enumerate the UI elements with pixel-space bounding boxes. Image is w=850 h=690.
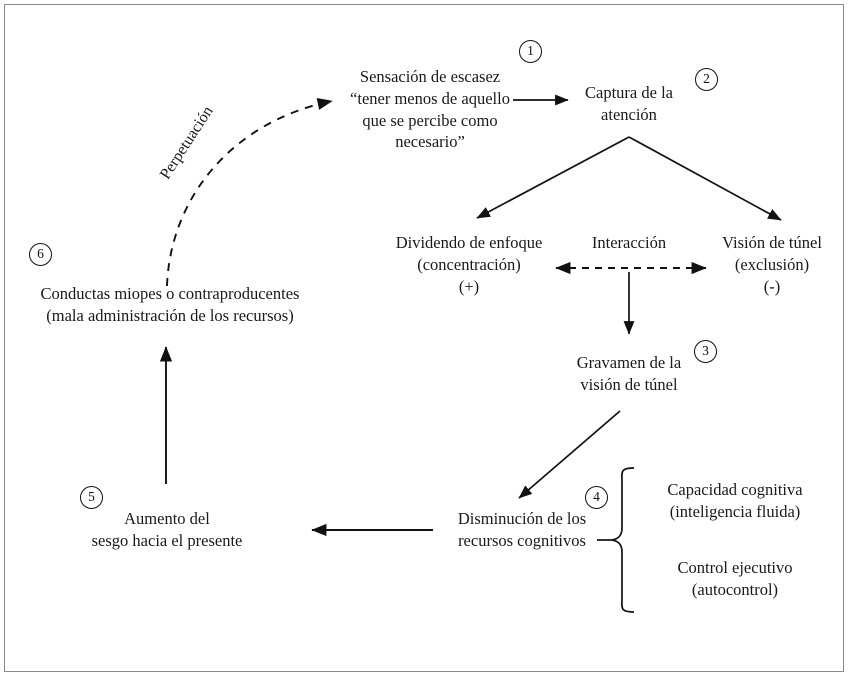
step-badge-4: 4 [585, 486, 608, 509]
node-focus-dividend-line-2: (concentración) [417, 254, 521, 274]
node-resource-decrease-line-2: recursos cognitivos [458, 530, 586, 550]
node-resource-decrease: Disminución de los recursos cognitivos [442, 508, 602, 552]
node-tunnel-vision-line-1: Visión de túnel [722, 233, 822, 252]
node-interaction-line-1: Interacción [591, 233, 667, 252]
node-focus-dividend-line-1: Dividendo de enfoque [395, 233, 543, 252]
node-scarcity-line-3: que se percibe como [362, 110, 498, 130]
node-tunnel-vision-line-2: (exclusión) [734, 254, 810, 274]
node-tunnel-tax-line-2: visión de túnel [580, 374, 678, 394]
node-resource-decrease-line-1: Disminución de los [457, 509, 587, 528]
node-interaction-label: Interacción [572, 232, 686, 254]
node-myopic-behaviors-line-1: Conductas miopes o contraproducentes [40, 284, 300, 303]
node-cognitive-capacity-line-1: Capacidad cognitiva [667, 480, 803, 499]
node-scarcity: Sensación de escasez “tener menos de aqu… [346, 66, 514, 153]
node-tunnel-vision: Visión de túnel (exclusión) (-) [706, 232, 838, 297]
figure-caption [0, 676, 850, 690]
node-scarcity-line-4: necesario” [395, 132, 465, 152]
step-badge-6: 6 [29, 243, 52, 266]
node-tunnel-vision-line-3: (-) [763, 276, 781, 296]
node-focus-dividend-line-3: (+) [458, 276, 480, 296]
node-myopic-behaviors: Conductas miopes o contraproducentes (ma… [20, 283, 320, 327]
node-scarcity-line-1: Sensación de escasez [359, 67, 501, 86]
node-tunnel-tax-line-1: Gravamen de la [576, 353, 682, 372]
node-scarcity-line-2: “tener menos de aquello [350, 88, 510, 108]
node-attention-capture-line-1: Captura de la [585, 83, 673, 102]
node-executive-control-line-1: Control ejecutivo [677, 558, 793, 577]
node-executive-control: Control ejecutivo (autocontrol) [640, 557, 830, 601]
node-attention-capture: Captura de la atención [570, 82, 688, 126]
node-tunnel-tax: Gravamen de la visión de túnel [558, 352, 700, 396]
node-present-bias-line-2: sesgo hacia el presente [91, 530, 243, 550]
node-attention-capture-line-2: atención [601, 104, 657, 124]
step-badge-5: 5 [80, 486, 103, 509]
node-executive-control-line-2: (autocontrol) [691, 579, 779, 599]
node-present-bias-line-1: Aumento del [124, 509, 210, 528]
step-badge-2: 2 [695, 68, 718, 91]
node-present-bias: Aumento del sesgo hacia el presente [67, 508, 267, 552]
step-badge-3: 3 [694, 340, 717, 363]
diagram-frame [4, 4, 844, 672]
node-cognitive-capacity-line-2: (inteligencia fluida) [669, 501, 801, 521]
node-myopic-behaviors-line-2: (mala administración de los recursos) [46, 305, 294, 325]
step-badge-1: 1 [519, 40, 542, 63]
node-focus-dividend: Dividendo de enfoque (concentración) (+) [383, 232, 555, 297]
node-cognitive-capacity: Capacidad cognitiva (inteligencia fluida… [640, 479, 830, 523]
